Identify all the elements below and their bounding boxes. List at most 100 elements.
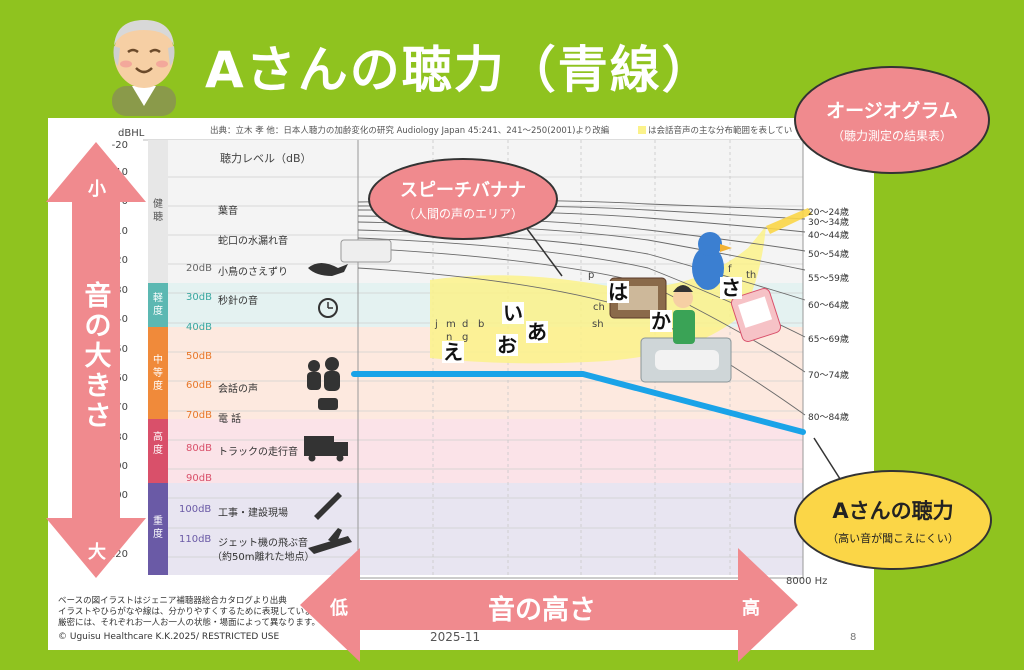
illustration-icons bbox=[304, 263, 352, 554]
level-label: 葉音 bbox=[218, 206, 238, 217]
phoneme-label: g bbox=[462, 332, 469, 343]
age-label: 60〜64歳 bbox=[808, 301, 849, 311]
level-db: 110dB bbox=[179, 534, 212, 545]
banana-callout: スピーチバナナ （人間の声のエリア） bbox=[368, 158, 558, 240]
date-label: 2025-11 bbox=[430, 630, 481, 644]
y-axis-unit: dBHL bbox=[118, 128, 145, 139]
pitch-low-label: 低 bbox=[330, 598, 348, 619]
page-title: Aさんの聴力（青線） bbox=[205, 41, 714, 99]
kana-label: え bbox=[442, 340, 464, 364]
level-db: 50dB bbox=[186, 351, 212, 362]
level-db: 80dB bbox=[186, 443, 212, 454]
scene-illustrations bbox=[609, 208, 812, 383]
level-db: 40dB bbox=[186, 322, 212, 333]
y-tick: 90 bbox=[115, 461, 128, 472]
phoneme-label: p bbox=[588, 270, 595, 281]
level-label: 蛇口の水漏れ音 bbox=[218, 236, 288, 247]
banana-callout-title: スピーチバナナ bbox=[400, 180, 526, 201]
audiogram-callout-sub: （聴力測定の結果表） bbox=[831, 129, 952, 143]
kana-label: か bbox=[650, 309, 672, 333]
phoneme-label: sh bbox=[592, 319, 604, 330]
banana-callout-pointer bbox=[521, 221, 563, 277]
age-label: 80〜84歳 bbox=[808, 413, 849, 423]
legend-swatch bbox=[638, 126, 646, 134]
legend-note: は会話音声の主な分布範囲を表してい bbox=[648, 126, 793, 136]
y-tick: 50 bbox=[115, 344, 128, 355]
age-label: 55〜59歳 bbox=[808, 274, 849, 284]
y-tick: 30 bbox=[115, 285, 128, 296]
hearing-callout-pointer bbox=[813, 437, 843, 483]
banana-callout-sub: （人間の声のエリア） bbox=[402, 207, 523, 221]
grandpa-avatar bbox=[112, 20, 176, 116]
footnote-line: 厳密には、それぞれお一人お一人の状態・場面によって異なります。 bbox=[58, 618, 320, 628]
age-label: 65〜69歳 bbox=[808, 335, 849, 345]
audiogram-callout-title: オージオグラム bbox=[826, 100, 958, 122]
level-label: ジェット機の飛ぶ音 bbox=[218, 538, 308, 549]
category-normal: 健聴 bbox=[153, 199, 163, 223]
category-mild: 軽度 bbox=[153, 293, 163, 317]
age-label: 40〜44歳 bbox=[808, 231, 849, 241]
level-label: トラックの走行音 bbox=[218, 447, 298, 458]
kana-label: さ bbox=[720, 276, 742, 300]
phoneme-label: ch bbox=[593, 302, 605, 313]
footnote-line: イラストやひらがなや線は、分かりやすくするために表現しています。 bbox=[58, 607, 329, 617]
hearing-callout-sub: （高い音が聞こえにくい） bbox=[827, 531, 959, 545]
pitch-high-label: 高 bbox=[742, 598, 760, 619]
level-label: 小鳥のさえずり bbox=[218, 267, 288, 278]
a-san-hearing-line bbox=[351, 371, 806, 435]
level-label: （約50m離れた地点） bbox=[212, 552, 315, 563]
footnote-line: ベースの図イラストはジェニア補聴器総合カタログより出典 bbox=[58, 596, 287, 606]
phoneme-label: b bbox=[478, 319, 485, 330]
hearing-callout: Aさんの聴力 （高い音が聞こえにくい） bbox=[794, 470, 992, 570]
age-label: 30〜34歳 bbox=[808, 218, 849, 228]
phoneme-label: f bbox=[728, 264, 732, 275]
phoneme-label: n bbox=[446, 332, 453, 343]
x-tick-label: 8000 Hz bbox=[786, 576, 828, 587]
y-tick: -20 bbox=[111, 140, 128, 151]
y-tick: 40 bbox=[115, 314, 128, 325]
kana-label: お bbox=[496, 333, 518, 357]
y-tick: 120 bbox=[108, 549, 128, 560]
level-label: 電 話 bbox=[218, 414, 242, 425]
loudness-small-label: 小 bbox=[88, 179, 106, 200]
age-label: 20〜24歳 bbox=[808, 208, 849, 218]
phoneme-label: d bbox=[462, 319, 469, 330]
level-label: 工事・建設現場 bbox=[218, 508, 288, 519]
category-severe: 高度 bbox=[153, 432, 163, 456]
level-label: 秒針の音 bbox=[218, 296, 258, 307]
audiogram-chart bbox=[143, 139, 812, 579]
level-db: 60dB bbox=[186, 380, 212, 391]
y-tick: 60 bbox=[115, 373, 128, 384]
source-note: 出典：立木 孝 他：日本人聴力の加齢変化の研究 Audiology Japan … bbox=[210, 126, 610, 136]
phoneme-label: th bbox=[746, 270, 757, 281]
category-moderate: 中等度 bbox=[153, 355, 163, 392]
loudness-large-label: 大 bbox=[88, 542, 106, 563]
kana-label: は bbox=[607, 280, 629, 304]
level-db: 90dB bbox=[186, 473, 212, 484]
y-tick: 20 bbox=[115, 255, 128, 266]
age-label: 50〜54歳 bbox=[808, 250, 849, 260]
loudness-arrow bbox=[46, 142, 146, 578]
level-db: 20dB bbox=[186, 263, 212, 274]
level-db: 100dB bbox=[179, 504, 212, 515]
audiogram-callout: オージオグラム （聴力測定の結果表） bbox=[794, 66, 990, 174]
phoneme-label: j bbox=[435, 319, 438, 330]
hearing-callout-title: Aさんの聴力 bbox=[832, 498, 954, 523]
category-profound: 重度 bbox=[153, 516, 163, 540]
kana-label: い bbox=[502, 301, 524, 325]
page-number: 8 bbox=[850, 632, 857, 643]
copyright: © Uguisu Healthcare K.K.2025/ RESTRICTED… bbox=[58, 632, 280, 642]
level-header: 聴力レベル（dB） bbox=[220, 152, 312, 165]
y-tick: 80 bbox=[115, 432, 128, 443]
phoneme-label: m bbox=[446, 319, 456, 330]
level-db: 30dB bbox=[186, 292, 212, 303]
level-label: 会話の声 bbox=[218, 384, 258, 395]
pitch-arrow bbox=[300, 548, 798, 662]
kana-label: あ bbox=[526, 320, 548, 344]
level-db: 70dB bbox=[186, 410, 212, 421]
y-tick: 70 bbox=[115, 402, 128, 413]
pitch-label: 音の高さ bbox=[488, 595, 596, 626]
y-tick: 10 bbox=[115, 226, 128, 237]
loudness-label: 音の大きさ bbox=[84, 281, 112, 432]
footnote: ベースの図イラストはジェニア補聴器総合カタログより出典 イラストやひらがなや線は… bbox=[58, 596, 329, 629]
